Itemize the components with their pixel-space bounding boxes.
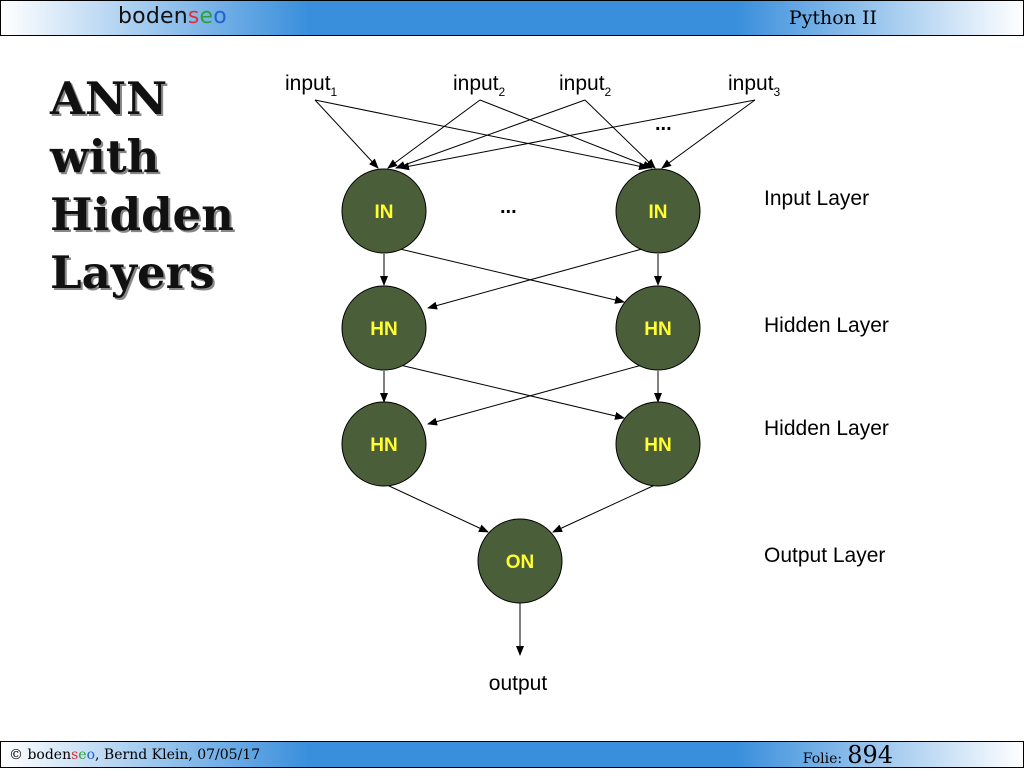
bodenseo-logo: bodenseo <box>118 4 227 29</box>
layer-label: Output Layer <box>764 544 885 567</box>
node-label: HN <box>644 435 671 456</box>
layer-label: Input Layer <box>764 187 869 210</box>
node-label: IN <box>375 202 394 223</box>
node-label: IN <box>649 202 668 223</box>
input-label: input2 <box>453 72 506 99</box>
input-label: input1 <box>285 72 338 99</box>
input-neuron <box>341 168 427 254</box>
layer-ellipsis: ... <box>500 196 517 218</box>
title-line: Hidden <box>50 188 234 241</box>
slide-title: ANN with Hidden Layers <box>50 70 234 302</box>
output-neuron <box>477 518 563 604</box>
input-label: input2 <box>559 72 612 99</box>
header-bar: bodenseo Python II <box>0 0 1024 36</box>
input-label: input3 <box>728 72 781 99</box>
hidden-neuron <box>615 285 701 371</box>
hidden-neuron <box>615 401 701 487</box>
input-connections <box>314 99 756 171</box>
layer-label: Hidden Layer <box>764 314 889 337</box>
input-ellipsis: ... <box>655 113 672 135</box>
title-line: ANN <box>50 72 168 125</box>
title-line: with <box>50 130 160 183</box>
node-label: HN <box>644 319 671 340</box>
output-label: output <box>489 672 548 695</box>
copyright-text: © bodenseo, Bernd Klein, 07/05/17 <box>9 747 261 763</box>
layer-label: Hidden Layer <box>764 417 889 440</box>
hidden-neuron <box>341 401 427 487</box>
course-title: Python II <box>788 7 877 29</box>
node-label: ON <box>506 552 535 573</box>
hidden-neuron <box>341 285 427 371</box>
node-label: HN <box>370 435 397 456</box>
footer-bar: © bodenseo, Bernd Klein, 07/05/17 Folie:… <box>0 741 1024 769</box>
title-line: Layers <box>50 246 215 299</box>
layer-connections <box>380 248 662 656</box>
slide-number: Folie: 894 <box>802 741 893 769</box>
node-label: HN <box>370 319 397 340</box>
footer-logo: bodenseo <box>27 747 96 763</box>
input-neuron <box>615 168 701 254</box>
